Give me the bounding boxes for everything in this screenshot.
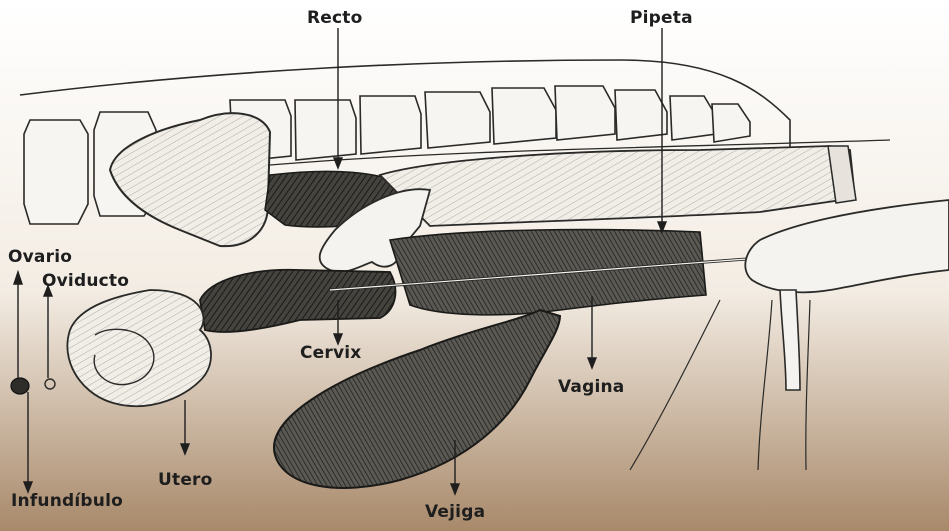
label-pipeta: Pipeta xyxy=(630,8,693,28)
label-recto: Recto xyxy=(307,8,363,28)
label-ovario: Ovario xyxy=(8,247,72,267)
label-cervix: Cervix xyxy=(300,343,361,363)
label-infundibulo: Infundíbulo xyxy=(11,491,123,511)
label-utero: Utero xyxy=(158,470,213,490)
label-vagina: Vagina xyxy=(558,377,624,397)
label-oviducto: Oviducto xyxy=(42,271,129,291)
ovary xyxy=(11,378,29,394)
label-vejiga: Vejiga xyxy=(425,502,485,522)
